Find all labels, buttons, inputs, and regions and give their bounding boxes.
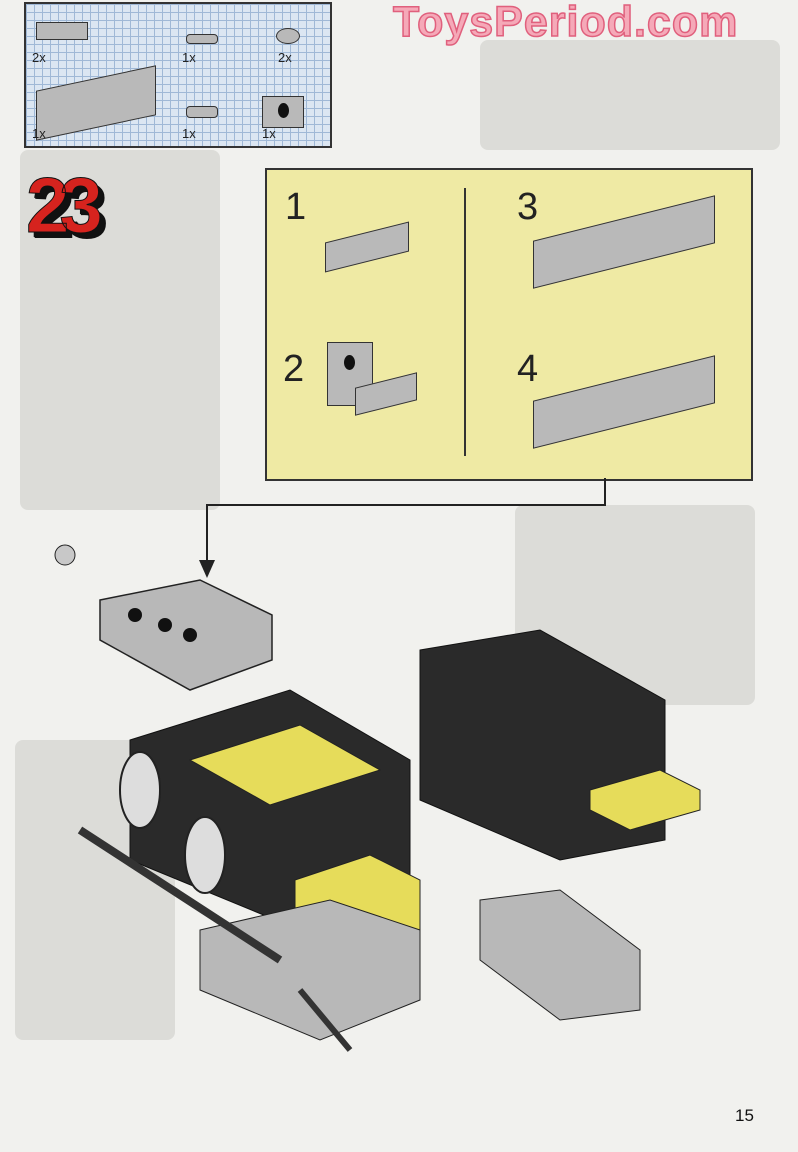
page-number: 15	[735, 1106, 754, 1125]
substep-number: 3	[517, 186, 539, 228]
main-model	[77, 629, 701, 1052]
part-qty: 1x	[32, 126, 46, 141]
part-qty: 2x	[32, 50, 46, 65]
part-axle-pin	[186, 106, 218, 118]
substep-divider	[464, 188, 466, 456]
part-qty: 1x	[182, 50, 196, 65]
background-ghost-image	[20, 150, 220, 510]
step-number: 23	[26, 161, 104, 250]
part-pin-long	[186, 34, 218, 44]
substep-number: 1	[285, 186, 307, 228]
arrow-head	[199, 560, 215, 578]
substep-panel: 1 2 3 4	[265, 168, 753, 481]
watermark: ToysPeriod.com	[392, 0, 739, 47]
part-plate-2x2	[36, 22, 88, 40]
parts-list: 2x 1x 2x 1x 1x 1x	[24, 2, 332, 148]
part-qty: 2x	[278, 50, 292, 65]
part-qty: 1x	[182, 126, 196, 141]
part-qty: 1x	[262, 126, 276, 141]
substep-number: 2	[283, 348, 305, 390]
callout-arrow	[206, 478, 606, 565]
part-technic-brick-1x2	[262, 96, 304, 128]
background-ghost-image	[480, 40, 780, 150]
subassembly	[54, 544, 273, 691]
substep-number: 4	[517, 348, 539, 390]
part-bush	[276, 28, 300, 44]
